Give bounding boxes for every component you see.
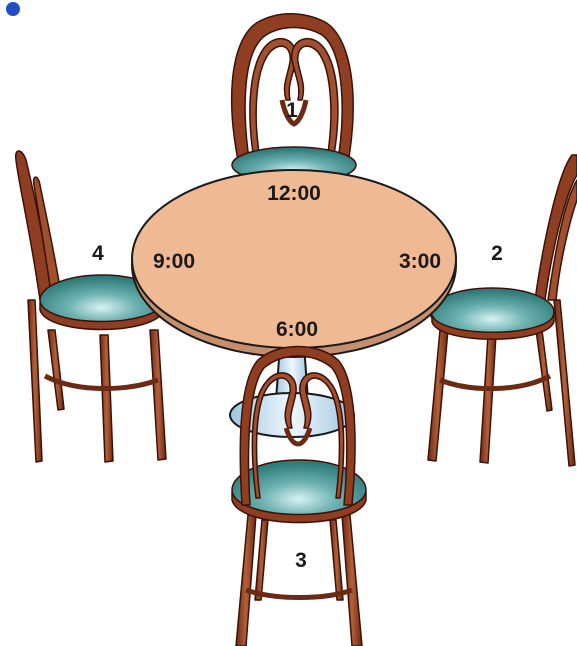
chair-3: [231, 345, 367, 646]
chair-number-3: 3: [295, 549, 307, 572]
bullet-icon: [6, 2, 20, 16]
position-label-left: 9:00: [153, 250, 195, 273]
chair-1: [230, 13, 357, 184]
chair-number-2: 2: [491, 242, 503, 265]
chair-4: [14, 150, 167, 463]
table: [131, 169, 457, 438]
position-label-top: 12:00: [267, 182, 321, 205]
position-label-right: 3:00: [399, 250, 441, 273]
chair-number-4: 4: [92, 242, 104, 265]
chair-number-1: 1: [286, 99, 298, 122]
chair-2: [427, 154, 577, 467]
position-label-bottom: 6:00: [276, 318, 318, 341]
